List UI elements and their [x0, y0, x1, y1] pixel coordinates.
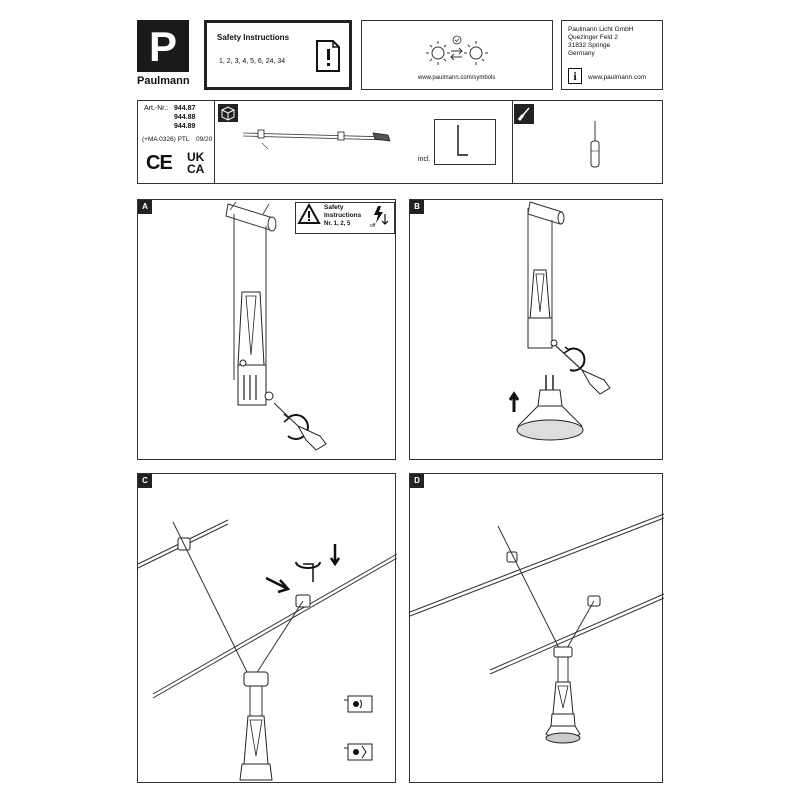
logo-mark [137, 20, 189, 72]
company-url[interactable]: www.paulmann.com [588, 74, 647, 81]
panel-d-letter: D [410, 474, 424, 488]
art-label: Art.-Nr.: [144, 105, 169, 112]
wire-hanger-drawing [242, 129, 391, 150]
panel-b-letter: B [410, 200, 424, 214]
fixture-assembly-drawing-b [508, 201, 611, 441]
panel-d: D [409, 473, 665, 783]
symbols-box: www.paulmann.com/symbols [361, 20, 553, 90]
company-line-4: Germany [568, 50, 595, 57]
screwdriver-drawing [590, 121, 600, 168]
company-line-3: 31832 Springe [568, 42, 611, 49]
ukca-mark-bottom: CA [187, 162, 205, 176]
screwdriver-tool-icon [514, 104, 534, 124]
logo-letter: P [148, 23, 177, 70]
print-date: 09/20 [196, 136, 213, 143]
badge-safety: Safety [324, 204, 344, 211]
safety-numbers: 1, 2, 3, 4, 5, 6, 24, 34 [219, 58, 286, 65]
panel-c: C [137, 473, 398, 783]
incl-label: incl. [418, 156, 431, 163]
paulmann-logo: P Paulmann [137, 20, 197, 90]
hex-key-icon [457, 125, 468, 156]
off-label: off [370, 223, 376, 229]
ma-code: (+MA 0326) PTL [142, 136, 190, 143]
art-number-2: 944.88 [174, 114, 196, 121]
finished-mount-drawing-d [409, 513, 665, 744]
safety-instructions-box: Safety Instructions 1, 2, 3, 4, 5, 6, 24… [204, 20, 352, 90]
symbols-url[interactable]: www.paulmann.com/symbols [418, 75, 496, 81]
warning-triangle-icon [297, 202, 321, 224]
ukca-mark-top: UK [187, 150, 205, 164]
ce-mark: CE [146, 152, 173, 174]
panel-a: A Safety Instructions Nr. 1, 2, 5 off [137, 199, 396, 460]
safety-title: Safety Instructions [217, 33, 290, 42]
panel-c-letter: C [138, 474, 152, 488]
badge-instructions: Instructions [324, 212, 362, 219]
divider [214, 101, 215, 183]
art-number-1: 944.87 [174, 105, 196, 112]
art-number-3: 944.89 [174, 123, 196, 130]
panel-a-letter: A [138, 200, 152, 214]
sun-exchange-icon [426, 35, 488, 65]
company-line-2: Quezinger Feld 2 [568, 34, 618, 41]
info-glyph: i [573, 69, 577, 83]
panel-b: B [409, 199, 663, 460]
info-icon [568, 68, 582, 84]
company-line-1: Paulmann Licht GmbH [568, 26, 634, 33]
fixture-assembly-drawing-a [225, 201, 327, 451]
product-row: Art.-Nr.: 944.87 944.88 944.89 (+MA 0326… [137, 100, 663, 184]
divider-2 [512, 101, 513, 183]
manual-warning-icon [316, 40, 340, 72]
package-icon [218, 104, 238, 122]
badge-nr: Nr. 1, 2, 5 [324, 221, 351, 227]
cable-mount-drawing-c [137, 519, 398, 781]
company-box: Paulmann Licht GmbH Quezinger Feld 2 318… [561, 20, 663, 90]
hex-key-box [434, 119, 496, 165]
brand-name: Paulmann [137, 75, 190, 87]
power-off-icon [374, 206, 389, 225]
